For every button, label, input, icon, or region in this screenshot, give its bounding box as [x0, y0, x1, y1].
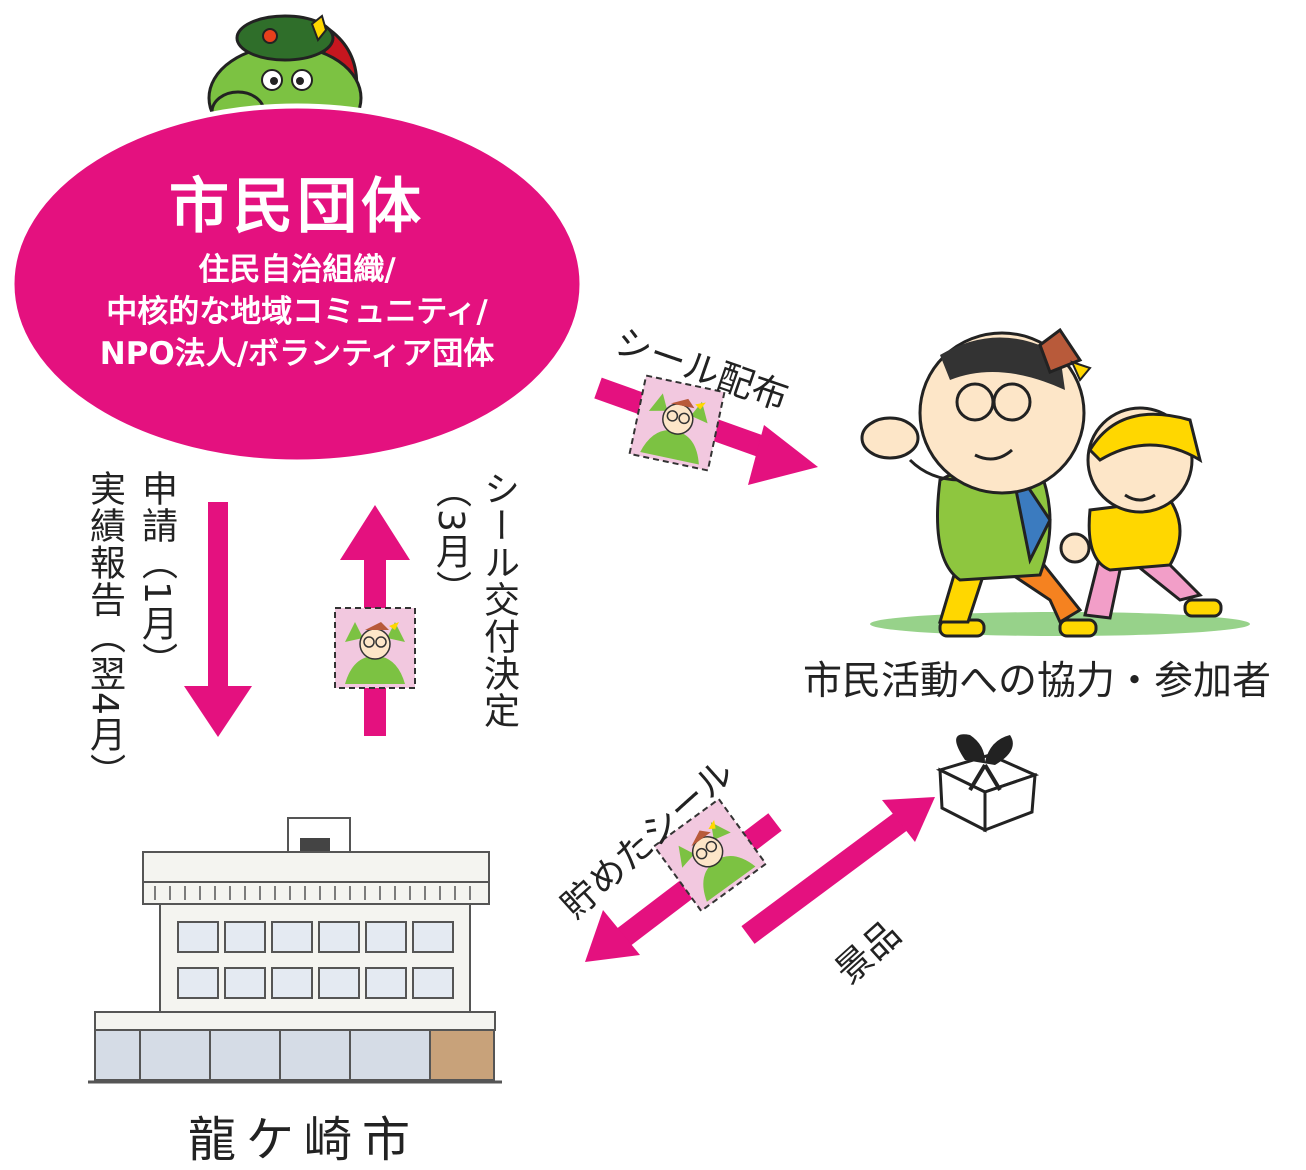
org-ellipse — [9, 103, 585, 465]
org-subtitle-line: 中核的な地域コミュニティ/ — [106, 294, 488, 330]
city-hall-icon — [88, 817, 502, 1084]
participants-illustration — [860, 327, 1250, 638]
city-label: 龍ケ崎市 — [188, 1112, 421, 1168]
report-label: 実績報告（翌4月） — [84, 470, 125, 790]
apply-label: 申請（1月） — [136, 470, 177, 679]
sticker-decision-month-label: （3月） — [430, 472, 471, 607]
org-subtitle-line: 住民自治組織/ — [198, 252, 396, 288]
gift-box-icon — [935, 734, 1040, 833]
org-subtitle-line: NPO法人/ボランティア団体 — [99, 336, 495, 372]
participants-label: 市民活動への協力・参加者 — [803, 659, 1272, 704]
arrow-apply-down — [184, 502, 252, 737]
org-title: 市民団体 — [169, 172, 425, 242]
sticker-icon — [334, 607, 416, 689]
arrow-prize — [741, 797, 935, 944]
sticker-decision-label: シール交付決定 — [478, 470, 519, 729]
